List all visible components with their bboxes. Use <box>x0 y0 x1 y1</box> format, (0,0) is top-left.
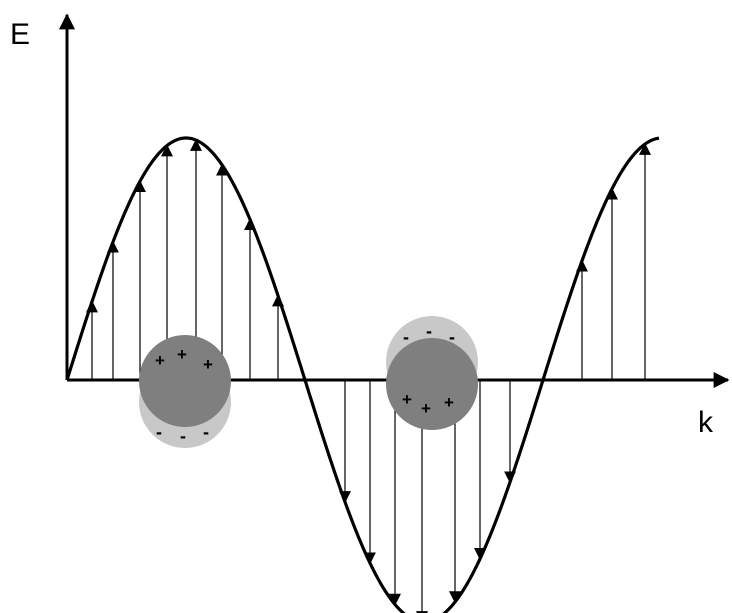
positive-charge: + <box>177 345 187 364</box>
particle-left: + + + - - - <box>139 335 231 448</box>
particle-left-body <box>139 335 231 427</box>
negative-charge: - <box>180 426 186 446</box>
y-axis-label: E <box>10 18 30 51</box>
positive-charge: + <box>402 390 412 409</box>
electric-field-wave <box>65 136 660 613</box>
x-axis-label: k <box>698 406 714 439</box>
negative-charge: - <box>203 422 209 442</box>
negative-charge: - <box>449 327 455 347</box>
particle-right-body <box>386 338 478 430</box>
negative-charge: - <box>403 327 409 347</box>
negative-charge: - <box>156 422 162 442</box>
positive-charge: + <box>155 351 165 370</box>
positive-charge: + <box>421 399 431 418</box>
particle-right: - - - + + + <box>386 316 478 430</box>
negative-charge: - <box>426 321 432 341</box>
positive-charge: + <box>444 393 454 412</box>
positive-charge: + <box>203 355 213 374</box>
